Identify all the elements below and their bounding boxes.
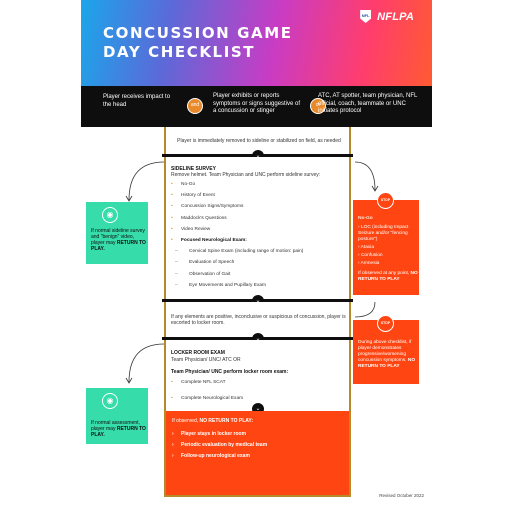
- connector-curve-right-mid: [354, 301, 376, 318]
- list-item: •Video Review: [171, 226, 211, 232]
- locker-list: •Complete NFL SCAT •Complete Neurologica…: [171, 377, 347, 405]
- sideline-list: •No-Go •History of Event •Concussion Sig…: [171, 179, 347, 291]
- checklist-page: CONCUSSION GAME DAY CHECKLIST NFL NFLPA …: [81, 0, 432, 512]
- trigger-impact: Player receives impact to the head: [103, 94, 171, 108]
- locker-line2: Team Physician/ UNC perform locker room …: [171, 369, 289, 375]
- list-item: ›Follow-up neurological exam: [172, 453, 250, 459]
- list-item: ›Periodic evaluation by medical team: [172, 442, 268, 448]
- nogo-card: STOP No-Go › LOC (including Impact Seizu…: [353, 192, 419, 295]
- connector-curve-right-top: [354, 161, 379, 192]
- connector-curve-left-top: [125, 161, 165, 202]
- no-return-list: ›Player stays in locker room ›Periodic e…: [172, 429, 267, 462]
- list-item: •History of Event: [171, 193, 215, 199]
- list-item: •Concussion Signs/Symptoms: [171, 204, 244, 210]
- immediate-removal-box: [164, 127, 351, 154]
- return-card-sideline: ◉ If normal sideline survey and "benign"…: [86, 202, 148, 264]
- nflpa-logo: NFLPA: [377, 10, 414, 23]
- sub-list-item: –Observation of Gait: [175, 271, 231, 277]
- nogo-card-text: No-Go › LOC (including Impact Seizure an…: [358, 216, 418, 282]
- title-line-2: DAY CHECKLIST: [103, 43, 256, 61]
- worsening-card: STOP During above checklist, if player d…: [353, 315, 419, 384]
- or-badge: or: [310, 98, 326, 114]
- escort-box: [164, 302, 351, 337]
- helmet-icon: ◉: [102, 393, 118, 409]
- return-card-text: If normal sideline survey and "benign" v…: [91, 228, 146, 252]
- list-item: •Complete Neurological Exam: [171, 396, 244, 401]
- return-card-assessment: ◉ If normal assessment, player may RETUR…: [86, 388, 148, 444]
- no-return-box: If observed, NO RETURN TO PLAY: ›Player …: [164, 411, 351, 497]
- header-banner: CONCUSSION GAME DAY CHECKLIST NFL NFLPA: [81, 0, 432, 86]
- sub-list-item: –Cervical Spine Exam (including range of…: [175, 249, 304, 255]
- helmet-icon: ◉: [102, 207, 118, 223]
- and-badge: and: [187, 98, 203, 114]
- locker-title: LOCKER ROOM EXAM: [171, 350, 225, 356]
- return-card-text: If normal assessment, player may RETURN …: [91, 420, 146, 438]
- sub-list-item: –Eye Movements and Pupillary Exam: [175, 282, 267, 288]
- nfl-shield-icon: NFL: [360, 10, 372, 23]
- locker-room-box: [164, 340, 351, 411]
- escort-text: If any elements are positive, inconclusi…: [171, 314, 346, 326]
- locker-line1: Team Physician/ UNC/ ATC OR: [171, 357, 241, 363]
- trigger-bar: Player receives impact to the head and P…: [81, 86, 432, 127]
- sideline-intro: Remove helmet. Team Physician and UNC pe…: [171, 172, 321, 178]
- trigger-symptoms: Player exhibits or reports symptoms or s…: [213, 93, 301, 114]
- title-line-1: CONCUSSION GAME: [103, 24, 293, 42]
- list-item: •No-Go: [171, 182, 196, 187]
- list-item-focused-exam: •Focused Neurological Exam:: [171, 237, 247, 243]
- worsening-card-text: During above checklist, if player demons…: [358, 340, 416, 369]
- stop-sign-icon: STOP: [377, 315, 394, 332]
- sideline-survey-box: [164, 157, 351, 300]
- list-item: ›Player stays in locker room: [172, 431, 247, 437]
- page-title: CONCUSSION GAME DAY CHECKLIST: [103, 24, 343, 62]
- sub-list-item: –Evaluation of Speech: [175, 260, 235, 266]
- sideline-title: SIDELINE SURVEY: [171, 166, 216, 172]
- list-item: •Maddock's Questions: [171, 215, 227, 221]
- logo-group: NFL NFLPA: [360, 10, 414, 23]
- immediate-removal-text: Player is immediately removed to sidelin…: [177, 138, 341, 144]
- connector-curve-left-bottom: [125, 343, 165, 384]
- list-item: •Complete NFL SCAT: [171, 380, 226, 385]
- revised-date: Revised October 2022: [379, 493, 424, 498]
- stop-sign-icon: STOP: [377, 192, 394, 209]
- trigger-initiator: ATC, AT spotter, team physician, NFL off…: [318, 93, 418, 114]
- no-return-heading: If observed, NO RETURN TO PLAY:: [172, 418, 254, 424]
